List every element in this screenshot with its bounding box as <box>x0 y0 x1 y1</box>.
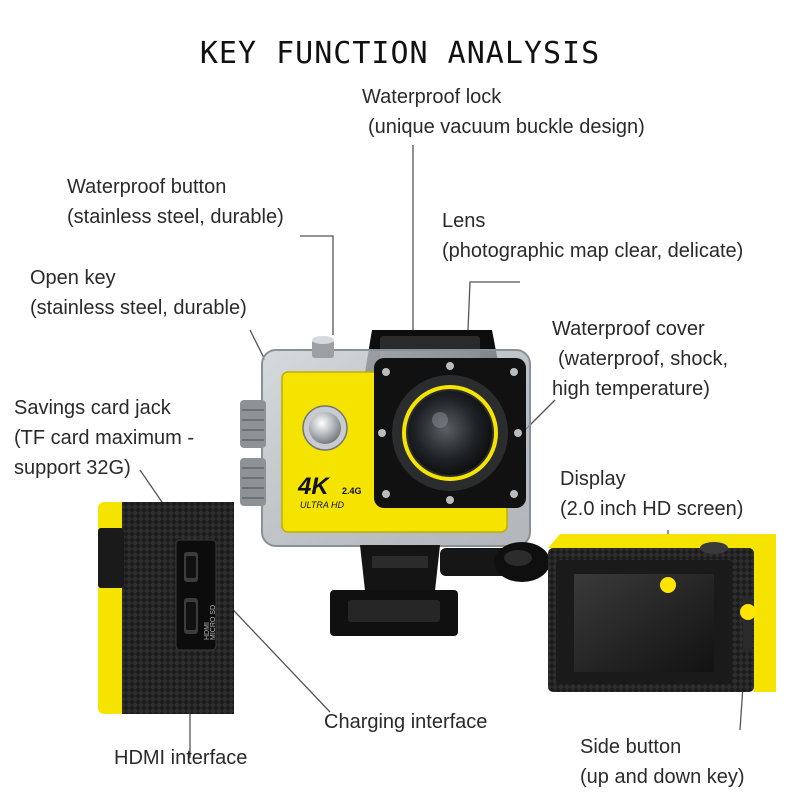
back-camera <box>548 534 776 692</box>
label-waterproof-lock-title: Waterproof lock <box>362 86 502 108</box>
label-lens-desc: (photographic map clear, delicate) <box>442 240 744 262</box>
leader-waterproof-button <box>300 235 334 335</box>
label-open-key-title: Open key <box>30 267 116 289</box>
side-button-pointer-dot <box>740 604 756 620</box>
label-display-title: Display <box>560 468 626 490</box>
port-text-hdmi: HDMI <box>204 622 211 640</box>
label-charging-interface: Charging interface <box>324 707 487 737</box>
label-waterproof-cover: Waterproof cover (waterproof, shock, hig… <box>552 314 728 404</box>
label-waterproof-button-title: Waterproof button <box>67 176 227 198</box>
label-charging-interface-title: Charging interface <box>324 711 488 733</box>
label-waterproof-cover-desc2: high temperature) <box>552 378 710 400</box>
camera-brand-text: 4K <box>297 473 330 500</box>
label-open-key: Open key (stainless steel, durable) <box>30 263 247 323</box>
page-title: KEY FUNCTION ANALYSIS <box>199 36 601 71</box>
label-side-button-title: Side button <box>580 736 682 758</box>
label-savings-card-jack-title: Savings card jack <box>14 397 171 419</box>
label-side-button-desc: (up and down key) <box>580 766 745 788</box>
label-waterproof-button: Waterproof button (stainless steel, dura… <box>67 172 284 232</box>
label-savings-card-jack: Savings card jack (TF card maximum - sup… <box>14 393 194 483</box>
label-waterproof-lock: Waterproof lock (unique vacuum buckle de… <box>362 82 645 142</box>
label-savings-card-jack-desc1: (TF card maximum - <box>14 427 194 449</box>
label-waterproof-button-desc: (stainless steel, durable) <box>67 206 284 228</box>
leader-open-key <box>249 329 266 361</box>
label-lens: Lens (photographic map clear, delicate) <box>442 206 743 266</box>
label-side-button: Side button (up and down key) <box>580 732 745 792</box>
leader-lens <box>467 281 520 331</box>
label-display-desc: (2.0 inch HD screen) <box>560 498 744 520</box>
label-lens-title: Lens <box>442 210 486 232</box>
label-waterproof-cover-desc1: (waterproof, shock, <box>558 348 729 370</box>
label-display: Display (2.0 inch HD screen) <box>560 464 743 524</box>
label-hdmi-interface-title: HDMI interface <box>114 747 248 769</box>
label-savings-card-jack-desc2: support 32G) <box>14 457 131 479</box>
camera-ultra-text: ULTRA HD <box>300 500 345 510</box>
side-camera: HDMI MICRO SD <box>98 502 234 714</box>
main-camera: 4K 2.4G ULTRA HD <box>240 330 550 636</box>
label-hdmi-interface: HDMI interface <box>114 743 247 773</box>
label-waterproof-cover-title: Waterproof cover <box>552 318 705 340</box>
label-open-key-desc: (stainless steel, durable) <box>30 297 247 319</box>
label-waterproof-lock-desc: (unique vacuum buckle design) <box>368 116 645 138</box>
display-pointer-dot <box>660 577 676 593</box>
camera-sub-text: 2.4G <box>342 486 362 496</box>
port-text-sd: MICRO SD <box>210 605 217 640</box>
